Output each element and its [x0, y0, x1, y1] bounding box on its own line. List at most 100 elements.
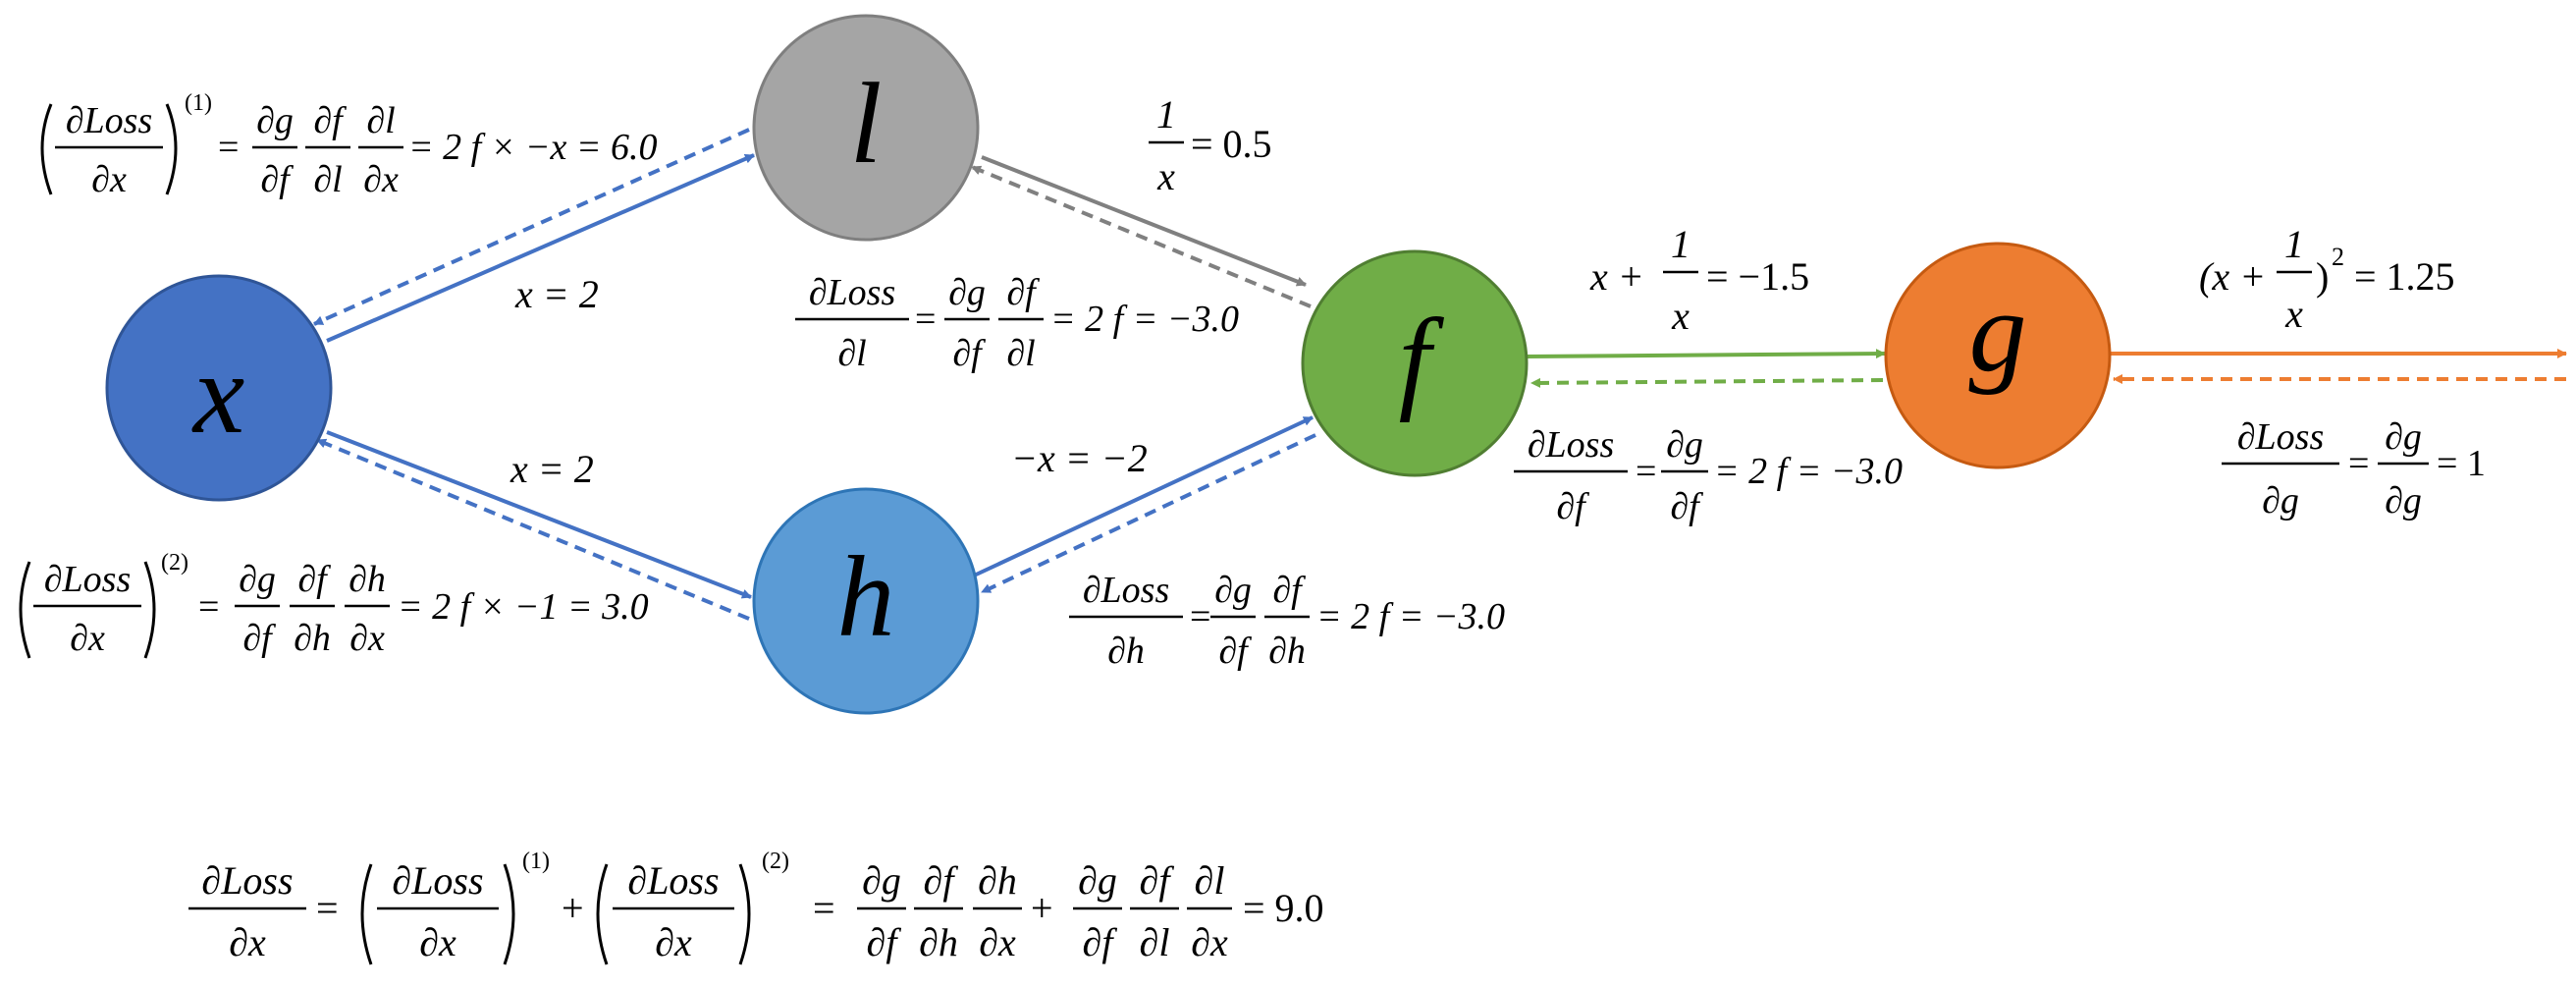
- paren-left: [596, 863, 609, 965]
- label-grad-x2: ∂Loss ∂x (2) = ∂g ∂f ∂f ∂h ∂h ∂x = 2 f ×…: [19, 550, 649, 659]
- grad-x2-value: = 2 f × −1 = 3.0: [398, 586, 649, 628]
- grad-x2-f3-num: ∂h: [349, 559, 386, 600]
- label-grad-f: ∂Loss ∂f = ∂g ∂f = 2 f = −3.0: [1514, 424, 1903, 527]
- node-x-label: x: [191, 329, 244, 458]
- label-g-out-close: ): [2316, 254, 2329, 299]
- grad-x2-sup: (2): [161, 550, 188, 576]
- label-grad-x1: ∂Loss ∂x (1) = ∂g ∂f ∂f ∂l ∂l ∂x = 2 f ×…: [40, 90, 658, 200]
- label-g-out-num: 1: [2284, 222, 2304, 266]
- total-a-num: ∂g: [862, 858, 901, 903]
- edge-l-to-x-gradient: [313, 128, 750, 326]
- total-k-den: ∂x: [1191, 920, 1228, 964]
- grad-g-value: = 1: [2437, 443, 2486, 484]
- total-t1-den: ∂x: [419, 920, 456, 964]
- total-b-den: ∂h: [919, 920, 958, 964]
- grad-l-f2-den: ∂l: [1006, 333, 1035, 374]
- label-g-out-open: (x +: [2199, 254, 2266, 299]
- grad-f-den2: ∂f: [1670, 486, 1703, 527]
- edges: [313, 128, 2567, 621]
- label-h-to-f-forward: −x = −2: [1011, 436, 1148, 480]
- grad-x1-den: ∂x: [91, 159, 127, 200]
- grad-l-num: ∂Loss: [809, 272, 896, 313]
- total-a-den: ∂f: [867, 920, 902, 964]
- label-x-to-l-forward: x = 2: [514, 272, 599, 316]
- node-g-circle: [1884, 242, 2112, 469]
- total-d-num: ∂g: [1078, 858, 1117, 903]
- edge-l-to-f-forward: [981, 155, 1307, 287]
- paren-left: [19, 561, 31, 659]
- grad-x2-f1-num: ∂g: [239, 559, 276, 600]
- total-eq2: =: [813, 886, 835, 930]
- grad-x1-f1-den: ∂f: [260, 159, 294, 200]
- grad-x2-f2-den: ∂h: [294, 618, 331, 659]
- grad-g-den2: ∂g: [2385, 480, 2422, 521]
- edge-g-to-f-gradient: [1530, 377, 1884, 388]
- label-l-to-f-forward: 1 x = 0.5: [1149, 92, 1272, 198]
- edge-f-to-g-forward: [1526, 349, 1886, 359]
- total-plus2: +: [1031, 886, 1053, 930]
- label-g-out-value: = 1.25: [2354, 254, 2455, 299]
- grad-l-value: = 2 f = −3.0: [1050, 299, 1239, 340]
- total-k-num: ∂l: [1195, 858, 1225, 903]
- grad-f-eq: =: [1636, 451, 1656, 492]
- grad-f-value: = 2 f = −3.0: [1714, 451, 1903, 492]
- total-t1-num: ∂Loss: [392, 858, 483, 903]
- edge-f-to-l-gradient: [971, 165, 1312, 308]
- node-f-circle: [1301, 249, 1529, 477]
- label-g-out-den: x: [2284, 292, 2303, 336]
- total-t1-sup: (1): [522, 849, 550, 874]
- grad-h-value: = 2 f = −3.0: [1316, 596, 1505, 637]
- grad-f-den: ∂f: [1556, 486, 1589, 527]
- label-f-to-g-forward: x + 1 x = −1.5: [1589, 222, 1809, 338]
- node-h-circle: [752, 487, 980, 715]
- total-t2-num: ∂Loss: [627, 858, 719, 903]
- paren-right: [738, 863, 751, 965]
- label-grad-l: ∂Loss ∂l = ∂g ∂f ∂f ∂l = 2 f = −3.0: [795, 272, 1239, 374]
- label-l-to-f-value: = 0.5: [1191, 122, 1272, 166]
- total-lhs-den: ∂x: [229, 920, 266, 964]
- grad-g-eq: =: [2348, 443, 2369, 484]
- grad-x1-f3-den: ∂x: [363, 159, 399, 200]
- grad-x1-value: = 2 f × −x = 6.0: [408, 127, 658, 168]
- grad-l-f1-num: ∂g: [948, 272, 986, 313]
- grad-l-den: ∂l: [837, 333, 866, 374]
- grad-f-num2: ∂g: [1666, 424, 1703, 466]
- grad-x1-sup: (1): [185, 90, 212, 116]
- grad-h-f2-num: ∂f: [1272, 570, 1306, 611]
- label-g-out-power: 2: [2332, 243, 2344, 271]
- grad-l-f2-num: ∂f: [1006, 272, 1040, 313]
- grad-l-f1-den: ∂f: [952, 333, 986, 374]
- node-h-label: h: [837, 532, 895, 661]
- total-c-den: ∂x: [979, 920, 1016, 964]
- grad-h-f1-num: ∂g: [1214, 570, 1252, 611]
- node-g-label: g: [1969, 267, 2027, 396]
- grad-x2-f1-den: ∂f: [242, 618, 276, 659]
- label-f-to-g-den: x: [1671, 294, 1690, 338]
- grad-x1-eq: =: [218, 127, 239, 168]
- node-f: f: [1301, 249, 1529, 477]
- grad-x1-f2-den: ∂l: [313, 159, 342, 200]
- grad-h-num: ∂Loss: [1083, 570, 1170, 611]
- paren-left: [40, 103, 53, 195]
- node-l: l: [752, 14, 980, 242]
- total-value: = 9.0: [1243, 886, 1324, 930]
- node-h: h: [752, 487, 980, 715]
- label-l-to-f-num: 1: [1156, 92, 1176, 137]
- paren-right: [503, 863, 515, 965]
- grad-g-den: ∂g: [2262, 480, 2299, 521]
- label-grad-h: ∂Loss ∂h = ∂g ∂f ∂f ∂h = 2 f = −3.0: [1069, 570, 1505, 672]
- total-c-num: ∂h: [978, 858, 1017, 903]
- edge-h-to-f-forward: [971, 415, 1314, 578]
- grad-h-f1-den: ∂f: [1218, 631, 1252, 672]
- label-f-to-g-value: = −1.5: [1706, 254, 1809, 299]
- total-eq1: =: [316, 886, 339, 930]
- edge-x-to-l-forward: [326, 153, 755, 343]
- total-b-num: ∂f: [924, 858, 959, 903]
- label-x-to-h-forward: x = 2: [510, 447, 594, 491]
- paren-left: [360, 863, 373, 965]
- node-g: g: [1884, 242, 2112, 469]
- node-x: x: [105, 274, 333, 502]
- edge-x-to-h-forward: [326, 430, 752, 599]
- total-e-den: ∂l: [1140, 920, 1170, 964]
